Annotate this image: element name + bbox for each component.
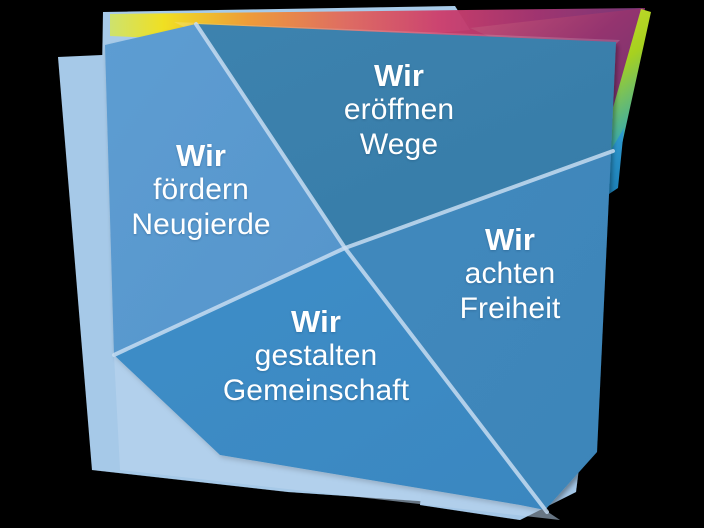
sector-left-line2: fördern: [153, 173, 249, 207]
sector-right-line2: achten: [464, 257, 556, 291]
sector-bottom-line3: Gemeinschaft: [222, 373, 410, 407]
divider-lower-left: [112, 246, 347, 357]
sector-top-line3: Wege: [359, 127, 439, 161]
divider-lower-right: [343, 246, 549, 514]
sector-right-lead: Wir: [485, 222, 535, 257]
four-sector-body: [105, 24, 616, 510]
sector-bottom-line2: gestalten: [254, 339, 378, 373]
sector-bottom-label: Wir gestalten Gemeinschaft: [175, 304, 457, 408]
sector-right[interactable]: [345, 152, 611, 510]
sector-bottom-lead: Wir: [291, 304, 341, 339]
sector-left[interactable]: [105, 24, 345, 355]
sector-top-lead: Wir: [374, 58, 424, 93]
sector-right-label: Wir achten Freiheit: [410, 222, 610, 326]
sector-left-label: Wir fördern Neugierde: [95, 138, 307, 242]
divider-upper-right: [343, 149, 615, 250]
sector-left-lead: Wir: [176, 138, 226, 173]
green-cyan-spine: [601, 9, 651, 190]
sector-top[interactable]: [196, 24, 616, 248]
sector-left-line3: Neugierde: [131, 207, 271, 241]
bottom-edge-sheen: [114, 355, 560, 520]
divider-upper-left: [194, 22, 347, 250]
sector-bottom[interactable]: [114, 248, 545, 510]
sector-right-line3: Freiheit: [459, 291, 561, 325]
sector-top-line2: eröffnen: [343, 93, 455, 127]
sector-top-label: Wir eröffnen Wege: [294, 58, 504, 162]
sector-dividers: [112, 22, 615, 514]
blue-sliver: [606, 128, 624, 196]
